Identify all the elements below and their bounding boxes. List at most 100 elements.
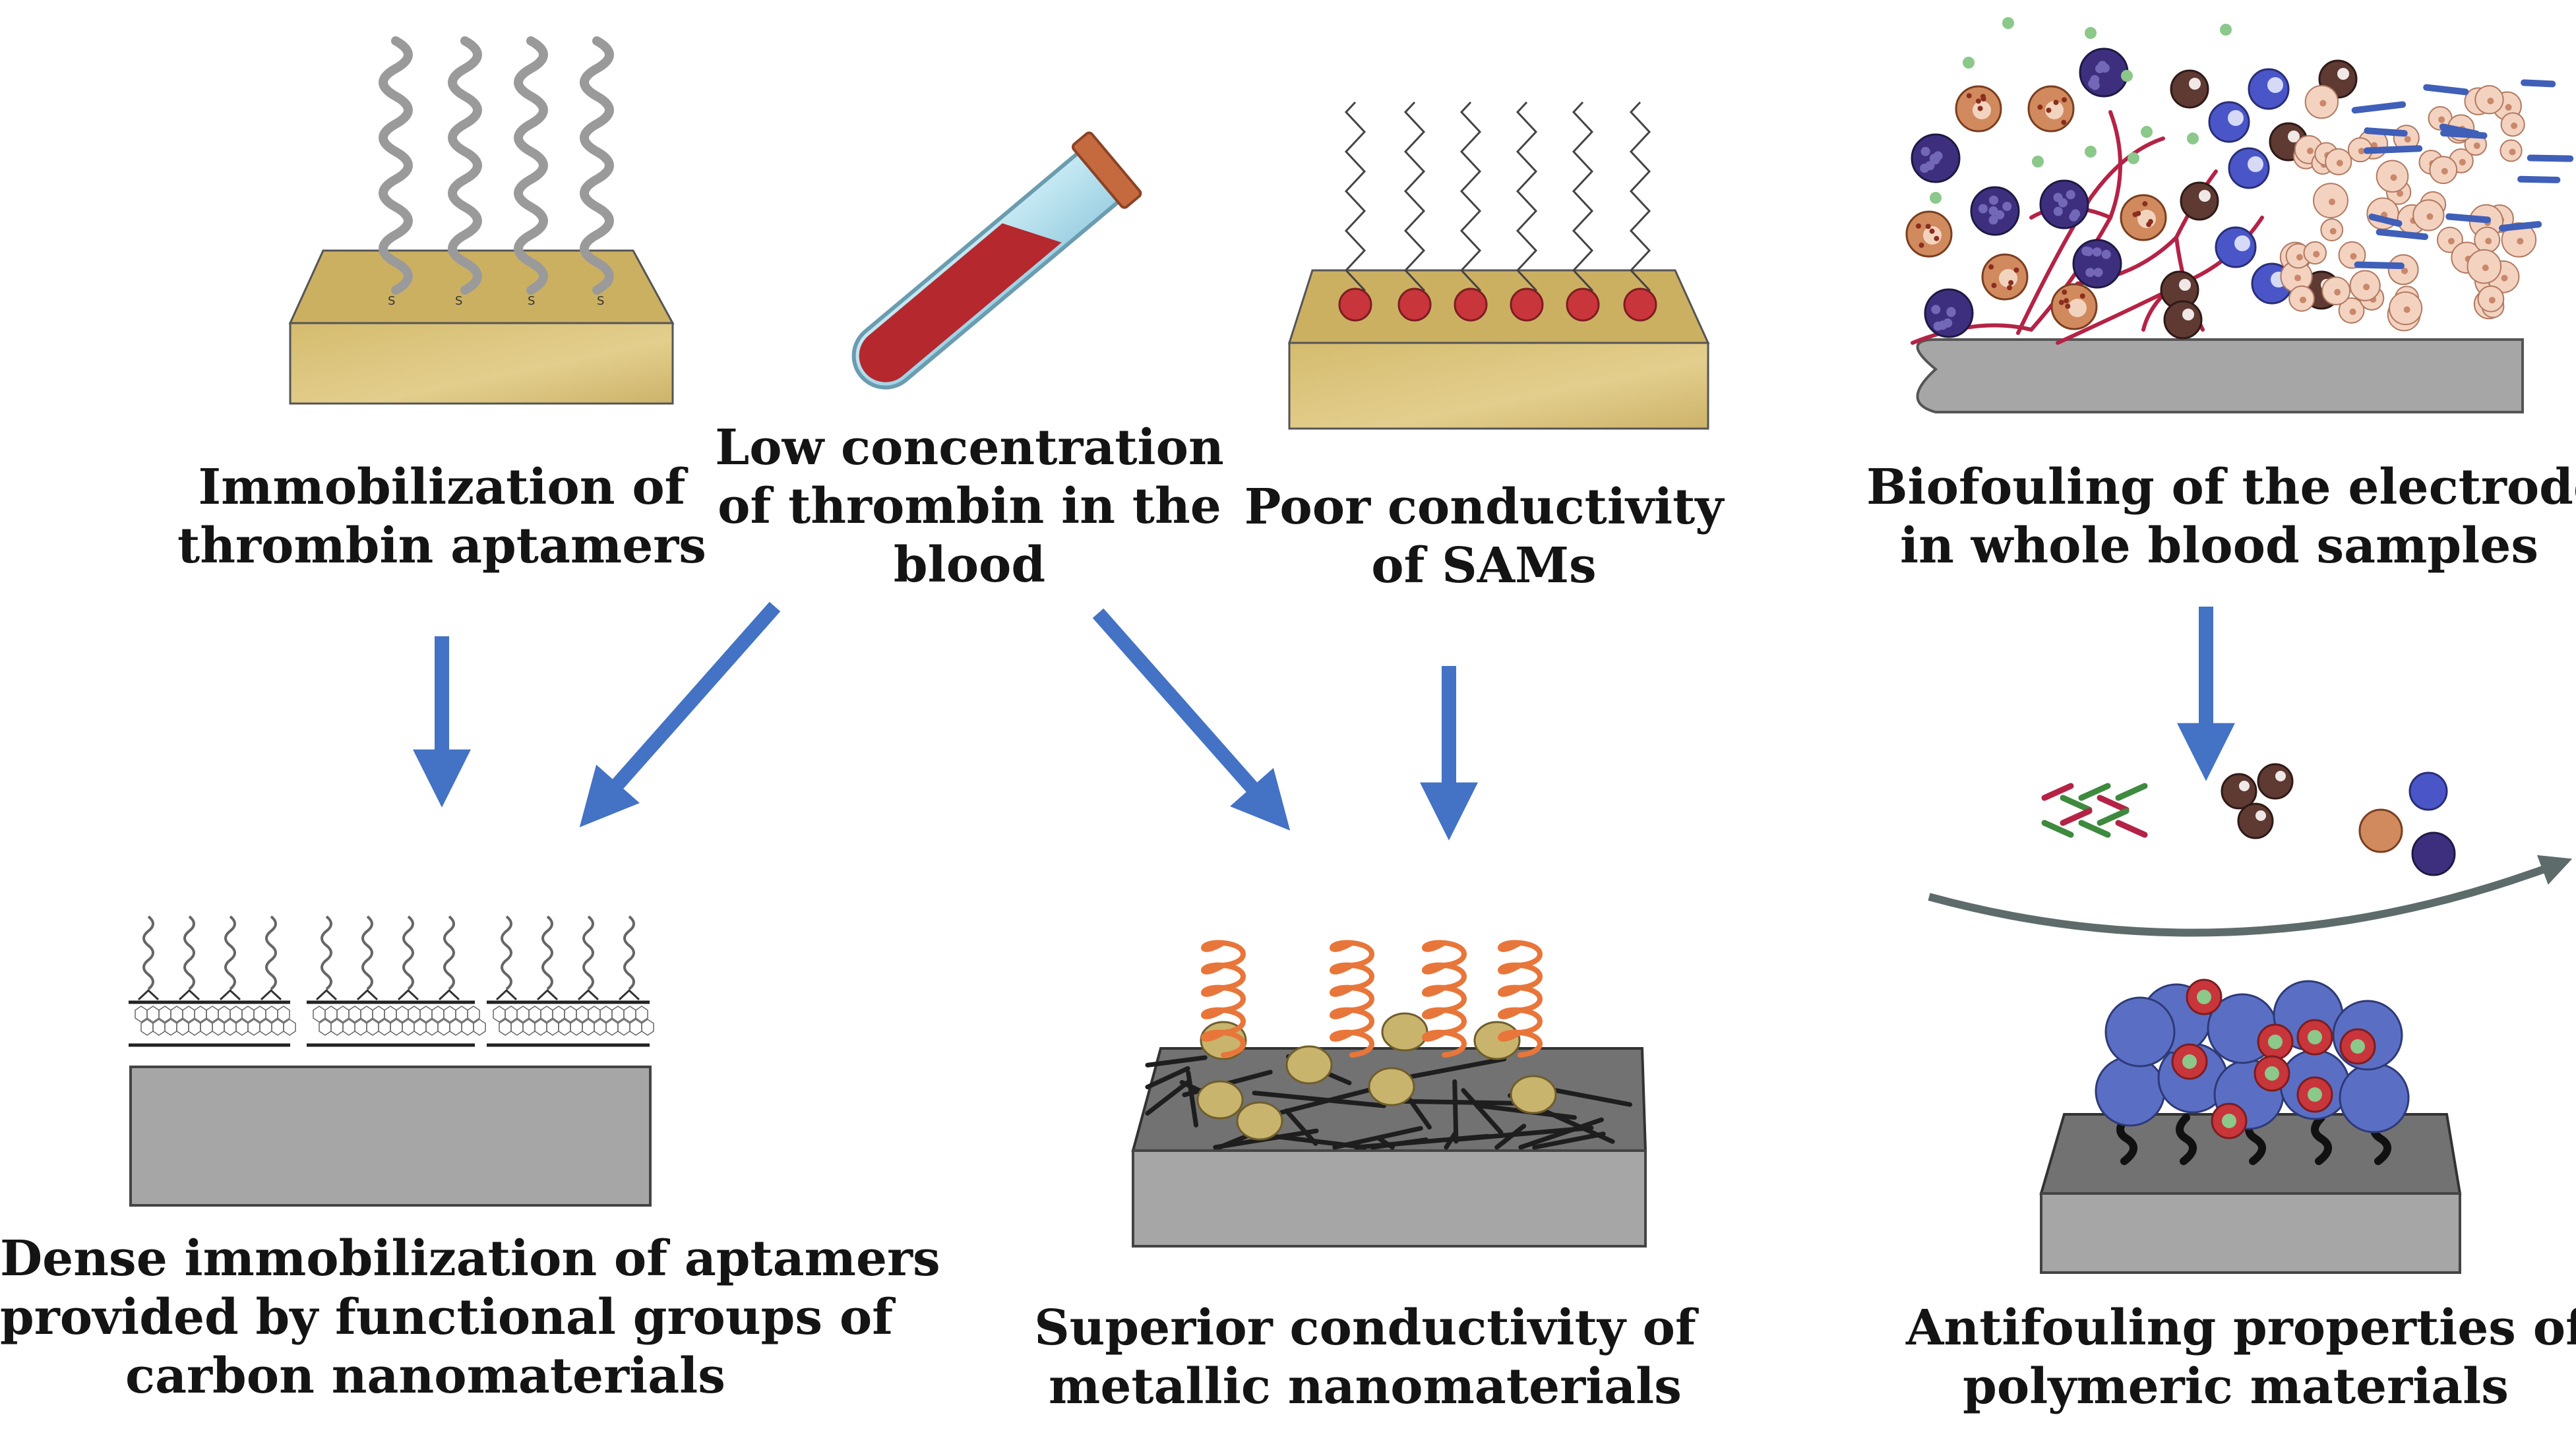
hex: [330, 1019, 344, 1036]
nanowire: [1540, 1085, 1633, 1107]
granule: [1933, 151, 1943, 161]
aptamer-strand: [514, 36, 548, 295]
platelet-core: [2473, 142, 2480, 150]
granule: [1991, 282, 1997, 288]
sam-chain: [1344, 101, 1366, 301]
hex: [505, 1006, 518, 1023]
hex: [176, 1019, 189, 1036]
hex: [528, 1006, 541, 1023]
polymer-chain: [2311, 1114, 2332, 1165]
hex: [378, 1019, 391, 1036]
fibrin-tangle: [2097, 795, 2130, 813]
granule: [1978, 204, 1988, 214]
hex: [360, 1006, 373, 1023]
platelet-core: [2363, 284, 2370, 291]
hex: [402, 1019, 415, 1036]
fibrin-fiber: [2517, 175, 2561, 183]
granule: [2079, 293, 2085, 299]
fibrin-fiber: [2423, 84, 2469, 96]
granule: [2081, 246, 2091, 256]
metal-nanoparticle: [1236, 1101, 1283, 1141]
hex: [182, 1006, 195, 1023]
granule: [2046, 107, 2052, 113]
nanowire: [1444, 1131, 1457, 1150]
green-core: [2197, 990, 2211, 1004]
hex: [425, 1019, 439, 1036]
fibrin-tangle: [2078, 820, 2111, 838]
sam-head: [1338, 287, 1372, 322]
fibrin-tangle: [2078, 783, 2111, 801]
granule: [1988, 215, 1998, 225]
hex: [594, 1019, 607, 1036]
hex: [623, 1006, 636, 1023]
granule: [2093, 268, 2103, 278]
green-core: [2265, 1066, 2279, 1081]
platelet-core: [2488, 297, 2496, 304]
highlight: [2199, 190, 2211, 202]
granule: [2062, 289, 2068, 295]
green-core: [2308, 1030, 2322, 1044]
functional-group: [178, 988, 200, 1001]
orange-helix: [1498, 940, 1543, 1058]
granule: [2053, 206, 2063, 216]
nanowire: [1454, 1126, 1594, 1142]
hex: [247, 1019, 261, 1036]
svg-text:S: S: [528, 294, 535, 308]
granule: [1925, 224, 1931, 229]
sam-head: [1510, 287, 1544, 322]
functional-group: [356, 988, 379, 1001]
platelet-core: [2300, 296, 2307, 303]
hex: [372, 1006, 385, 1023]
hex: [617, 1019, 630, 1036]
hex: [467, 1006, 480, 1023]
sam-chain: [1516, 101, 1538, 301]
hex: [164, 1019, 177, 1036]
nanowire: [1145, 1055, 1208, 1068]
platelet-core: [2329, 198, 2336, 206]
caption-line: of SAMs: [1371, 537, 1597, 594]
caption-line: Superior conductivity of: [1034, 1300, 1696, 1356]
platelet-core: [2404, 136, 2411, 143]
granule: [2071, 209, 2081, 219]
arrows: [413, 601, 2235, 841]
small-particle: [2141, 126, 2153, 138]
granule: [2007, 285, 2013, 291]
aptamer-strand: [448, 36, 482, 295]
caption-line: polymeric materials: [1963, 1358, 2509, 1415]
caption-line: Low concentration: [715, 419, 1224, 476]
svg-text:S: S: [388, 294, 395, 308]
hex: [443, 1006, 456, 1023]
granule: [2053, 193, 2063, 202]
granule: [2002, 201, 2012, 211]
fibrin-fiber: [2351, 101, 2407, 114]
hex: [576, 1006, 589, 1023]
small-particle: [2085, 146, 2097, 158]
carbon-nanomaterial-electrode: [129, 915, 654, 1207]
hex: [224, 1019, 237, 1036]
small-particle: [2032, 156, 2044, 167]
green-core: [2222, 1114, 2236, 1128]
hex: [188, 1019, 201, 1036]
nanowire: [1518, 1117, 1604, 1150]
granule: [2062, 97, 2068, 103]
granule: [2146, 222, 2152, 227]
caption-antifouling: Antifouling properties of polymeric mate…: [1906, 1299, 2576, 1416]
aptamer-squiggle: [183, 915, 195, 990]
platelet-core: [2485, 237, 2492, 245]
platelet-core: [2319, 100, 2327, 107]
arrow-lowconc-to-metal: [1092, 608, 1291, 831]
metallic-nanomaterial-electrode: [1131, 940, 1647, 1248]
caption-line: thrombin aptamers: [177, 517, 706, 574]
fibrin-tangle: [2041, 783, 2074, 801]
platelet-core: [2294, 274, 2302, 282]
metal-nanoparticle: [1285, 1045, 1333, 1085]
hex: [235, 1019, 249, 1036]
green-core: [2350, 1039, 2365, 1054]
caption-dense-immobilization: Dense immobilization of aptamers provide…: [0, 1230, 940, 1405]
hex: [611, 1006, 625, 1023]
hex: [324, 1006, 338, 1023]
metal-nanoparticle: [1196, 1080, 1244, 1120]
caption-line: Immobilization of: [198, 459, 686, 516]
fibrin-fiber: [2439, 123, 2480, 137]
